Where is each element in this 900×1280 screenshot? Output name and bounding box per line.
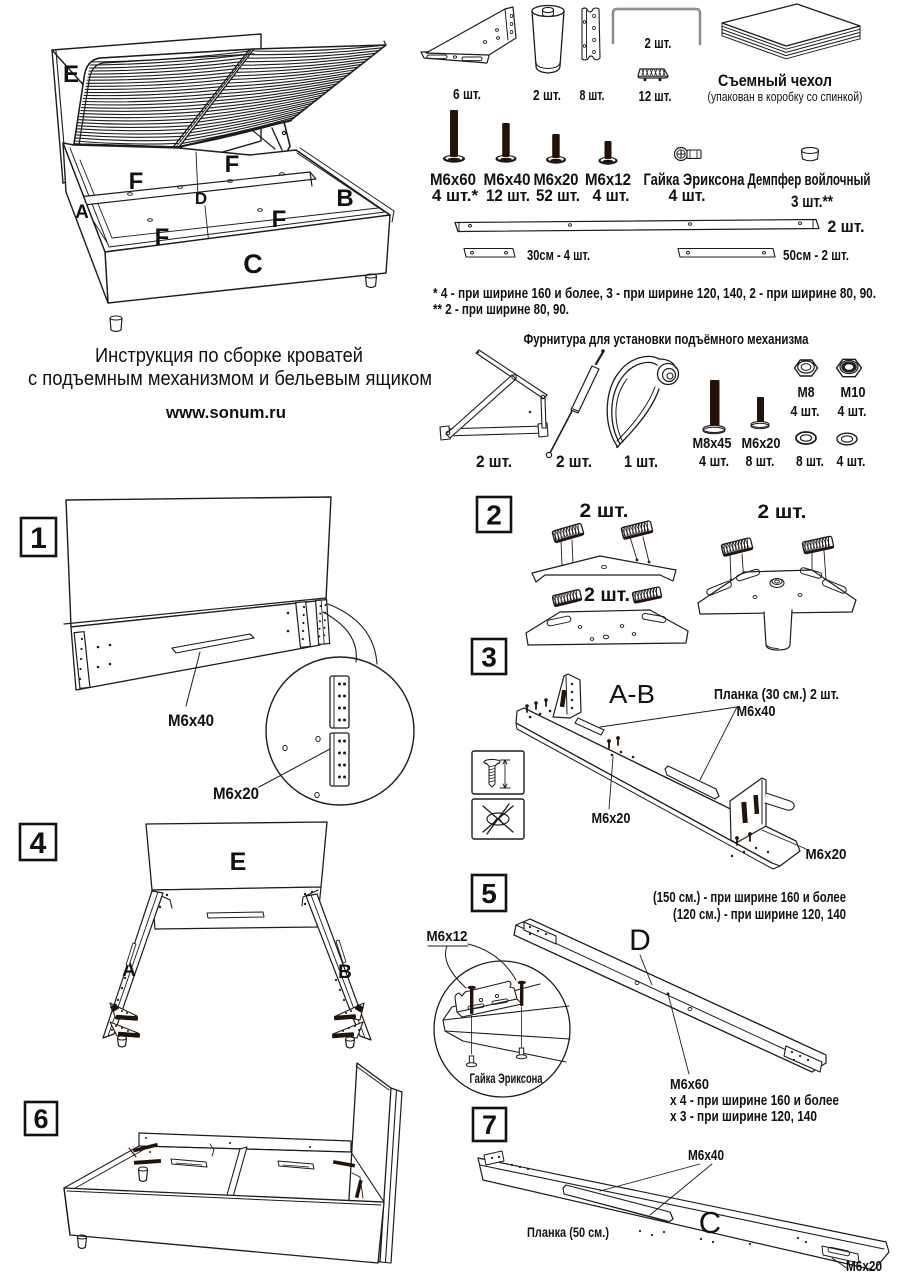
svg-text:М6х60: М6х60 <box>670 1077 709 1093</box>
svg-text:М6х20: М6х20 <box>846 1259 882 1275</box>
svg-text:4 шт.: 4 шт. <box>838 403 867 420</box>
svg-text:М6х20: М6х20 <box>742 435 781 452</box>
svg-text:7: 7 <box>482 1110 497 1140</box>
svg-text:М6х20: М6х20 <box>213 784 259 803</box>
svg-text:D: D <box>195 189 207 208</box>
svg-text:М6х20: М6х20 <box>592 811 631 827</box>
svg-text:A: A <box>75 202 89 223</box>
svg-text:М6х40: М6х40 <box>168 711 214 730</box>
svg-text:F: F <box>225 151 240 178</box>
svg-text:М8х45: М8х45 <box>693 435 732 452</box>
svg-text:50см - 2 шт.: 50см - 2 шт. <box>783 247 849 264</box>
svg-text:1 шт.: 1 шт. <box>624 452 658 471</box>
svg-text:4 шт.: 4 шт. <box>699 453 729 470</box>
svg-text:B: B <box>338 962 352 983</box>
svg-text:4 шт.: 4 шт. <box>669 186 706 205</box>
svg-text:30см - 4 шт.: 30см - 4 шт. <box>527 247 590 264</box>
svg-text:М6х40: М6х40 <box>484 170 531 189</box>
svg-text:C: C <box>243 249 263 279</box>
svg-text:2 шт.: 2 шт. <box>645 35 672 52</box>
svg-text:Демпфер войлочный: Демпфер войлочный <box>748 170 871 189</box>
svg-text:2 шт.: 2 шт. <box>580 501 629 522</box>
svg-text:3 шт.**: 3 шт.** <box>791 192 833 211</box>
svg-text:6 шт.: 6 шт. <box>453 86 481 103</box>
svg-text:D: D <box>629 924 651 957</box>
svg-text:М6х12: М6х12 <box>427 929 468 945</box>
svg-text:8 шт.: 8 шт. <box>580 87 605 104</box>
svg-text:Съемный чехол: Съемный чехол <box>718 71 832 90</box>
svg-text:52 шт.: 52 шт. <box>536 186 580 205</box>
svg-text:М6х40: М6х40 <box>737 704 776 720</box>
svg-text:12 шт.: 12 шт. <box>486 186 530 205</box>
svg-text:с подъемным механизмом и белье: с подъемным механизмом и бельевым ящиком <box>28 367 432 390</box>
svg-text:4 шт.: 4 шт. <box>837 453 866 470</box>
svg-text:М6х60: М6х60 <box>430 170 476 189</box>
svg-text:* 4 - при ширине 160 и более,: * 4 - при ширине 160 и более, 3 - при ши… <box>433 286 876 302</box>
svg-text:М6х20: М6х20 <box>806 847 847 863</box>
svg-text:2 шт.: 2 шт. <box>828 217 865 236</box>
svg-text:Фурнитура для установки подъём: Фурнитура для установки подъёмного механ… <box>524 331 809 348</box>
svg-text:Гайка Эриксона: Гайка Эриксона <box>644 170 745 189</box>
svg-text:F: F <box>129 168 144 195</box>
svg-text:8 шт.: 8 шт. <box>796 453 824 470</box>
svg-text:4: 4 <box>30 827 47 860</box>
svg-text:5: 5 <box>481 878 497 909</box>
svg-text:** 2 - при ширине 80, 90.: ** 2 - при ширине 80, 90. <box>433 302 569 318</box>
svg-text:М8: М8 <box>798 384 815 401</box>
svg-text:8 шт.: 8 шт. <box>746 453 775 470</box>
svg-text:www.sonum.ru: www.sonum.ru <box>165 403 286 422</box>
svg-text:х 3 - при ширине 120, 140: х 3 - при ширине 120, 140 <box>670 1109 817 1125</box>
svg-text:F: F <box>155 224 170 251</box>
svg-text:М10: М10 <box>841 384 866 401</box>
svg-text:1: 1 <box>30 522 47 555</box>
svg-text:М6х12: М6х12 <box>585 170 631 189</box>
svg-text:A-B: A-B <box>609 679 655 709</box>
svg-text:F: F <box>272 206 287 233</box>
svg-text:C: C <box>699 1205 721 1240</box>
svg-text:Гайка Эриксона: Гайка Эриксона <box>470 1071 543 1086</box>
svg-text:М6х20: М6х20 <box>534 170 579 189</box>
svg-text:E: E <box>63 61 79 88</box>
svg-text:Планка (50 см.): Планка (50 см.) <box>527 1225 609 1240</box>
svg-text:12 шт.: 12 шт. <box>639 88 672 105</box>
svg-text:E: E <box>230 848 247 876</box>
svg-text:Инструкция по сборке кроватей: Инструкция по сборке кроватей <box>95 344 363 367</box>
svg-text:2 шт.: 2 шт. <box>533 87 561 104</box>
svg-text:3: 3 <box>481 642 497 673</box>
svg-text:х 4 - при ширине 160 и более: х 4 - при ширине 160 и более <box>670 1093 839 1109</box>
svg-text:М6х40: М6х40 <box>688 1148 724 1164</box>
svg-text:(упакован в коробку со спинкой: (упакован в коробку со спинкой) <box>708 89 863 104</box>
svg-text:4 шт.*: 4 шт.* <box>432 186 478 205</box>
svg-text:4 шт.: 4 шт. <box>791 403 820 420</box>
svg-text:2 шт.: 2 шт. <box>758 502 807 523</box>
svg-text:2: 2 <box>486 500 502 531</box>
svg-text:Планка (30 см.) 2 шт.: Планка (30 см.) 2 шт. <box>714 687 839 703</box>
svg-text:2 шт.: 2 шт. <box>476 452 512 471</box>
svg-text:B: B <box>336 185 353 212</box>
svg-text:6: 6 <box>33 1104 48 1134</box>
svg-text:2 шт.: 2 шт. <box>556 452 592 471</box>
svg-text:4 шт.: 4 шт. <box>593 186 630 205</box>
svg-text:(150 см.) - при ширине 160 и б: (150 см.) - при ширине 160 и более <box>653 890 846 906</box>
svg-text:(120 см.) - при ширине 120, 14: (120 см.) - при ширине 120, 140 <box>673 907 846 923</box>
svg-text:2 шт.: 2 шт. <box>584 585 630 606</box>
